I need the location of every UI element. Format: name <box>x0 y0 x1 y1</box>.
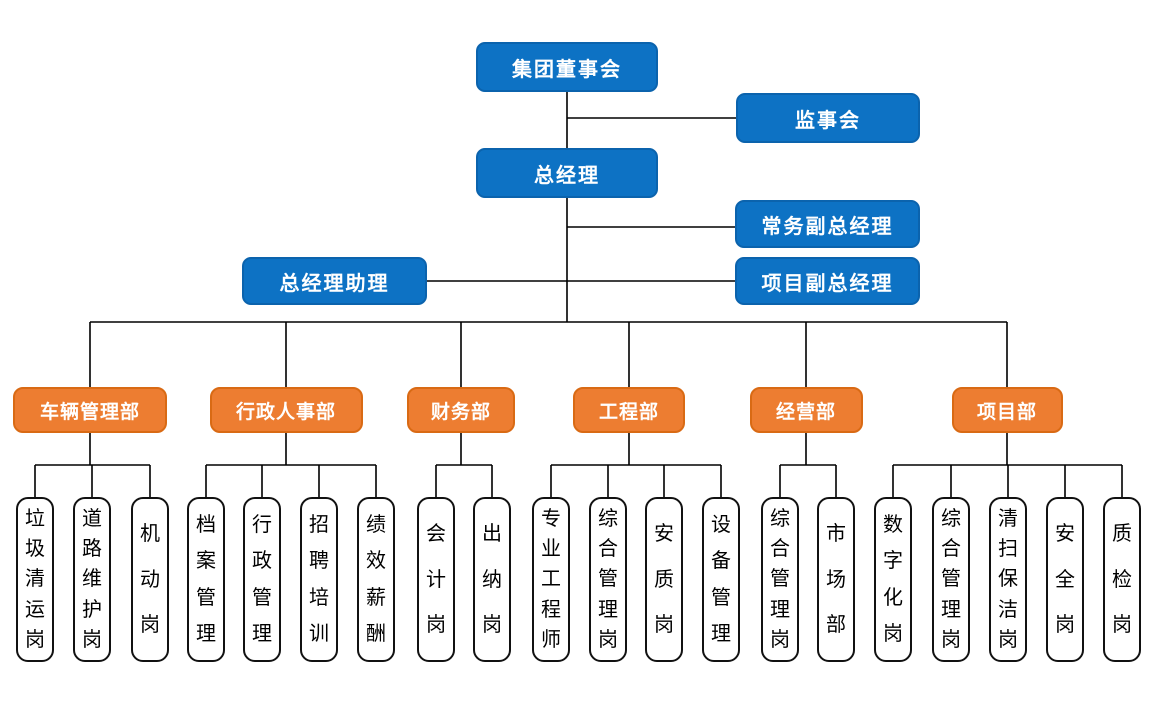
node-project-deputy-gm: 项目副总经理 <box>735 257 920 305</box>
department-node-4: 经营部 <box>749 387 863 433</box>
department-node-3: 工程部 <box>573 387 685 433</box>
position-label: 绩效薪酬 <box>366 514 386 645</box>
position-node-0-2: 机动岗 <box>131 497 169 662</box>
position-label: 会计岗 <box>426 523 446 636</box>
node-supervisory-board: 监事会 <box>736 93 920 143</box>
node-executive-deputy-gm: 常务副总经理 <box>735 200 920 248</box>
position-node-2-1: 出纳岗 <box>473 497 511 662</box>
department-node-2: 财务部 <box>407 387 515 433</box>
position-label: 安全岗 <box>1055 523 1075 636</box>
position-label: 市场部 <box>826 523 846 636</box>
position-node-1-1: 行政管理 <box>243 497 281 662</box>
department-node-5: 项目部 <box>951 387 1063 433</box>
department-node-1: 行政人事部 <box>209 387 363 433</box>
position-node-5-1: 综合管理岗 <box>932 497 970 662</box>
position-label: 垃圾清运岗 <box>25 508 45 651</box>
position-label: 综合管理岗 <box>598 508 618 651</box>
position-node-1-0: 档案管理 <box>187 497 225 662</box>
position-label: 清扫保洁岗 <box>998 508 1018 651</box>
position-label: 综合管理岗 <box>770 508 790 651</box>
position-node-5-3: 安全岗 <box>1046 497 1084 662</box>
position-label: 设备管理 <box>711 514 731 645</box>
position-label: 数字化岗 <box>883 514 903 645</box>
position-label: 出纳岗 <box>482 523 502 636</box>
node-board-of-directors: 集团董事会 <box>476 42 658 92</box>
position-node-3-2: 安质岗 <box>645 497 683 662</box>
position-node-1-2: 招聘培训 <box>300 497 338 662</box>
position-node-3-3: 设备管理 <box>702 497 740 662</box>
position-label: 行政管理 <box>252 514 272 645</box>
position-node-3-0: 专业工程师 <box>532 497 570 662</box>
position-label: 安质岗 <box>654 523 674 636</box>
position-node-0-0: 垃圾清运岗 <box>16 497 54 662</box>
position-label: 专业工程师 <box>541 508 561 651</box>
position-label: 档案管理 <box>196 514 216 645</box>
position-node-4-0: 综合管理岗 <box>761 497 799 662</box>
position-label: 机动岗 <box>140 523 160 636</box>
position-node-2-0: 会计岗 <box>417 497 455 662</box>
position-node-3-1: 综合管理岗 <box>589 497 627 662</box>
position-node-5-4: 质检岗 <box>1103 497 1141 662</box>
position-label: 道路维护岗 <box>82 508 102 651</box>
node-general-manager: 总经理 <box>476 148 658 198</box>
position-node-5-0: 数字化岗 <box>874 497 912 662</box>
position-node-5-2: 清扫保洁岗 <box>989 497 1027 662</box>
position-label: 综合管理岗 <box>941 508 961 651</box>
position-node-1-3: 绩效薪酬 <box>357 497 395 662</box>
position-label: 招聘培训 <box>309 514 329 645</box>
department-node-0: 车辆管理部 <box>13 387 167 433</box>
position-node-4-1: 市场部 <box>817 497 855 662</box>
position-node-0-1: 道路维护岗 <box>73 497 111 662</box>
node-gm-assistant: 总经理助理 <box>242 257 427 305</box>
position-label: 质检岗 <box>1112 523 1132 636</box>
